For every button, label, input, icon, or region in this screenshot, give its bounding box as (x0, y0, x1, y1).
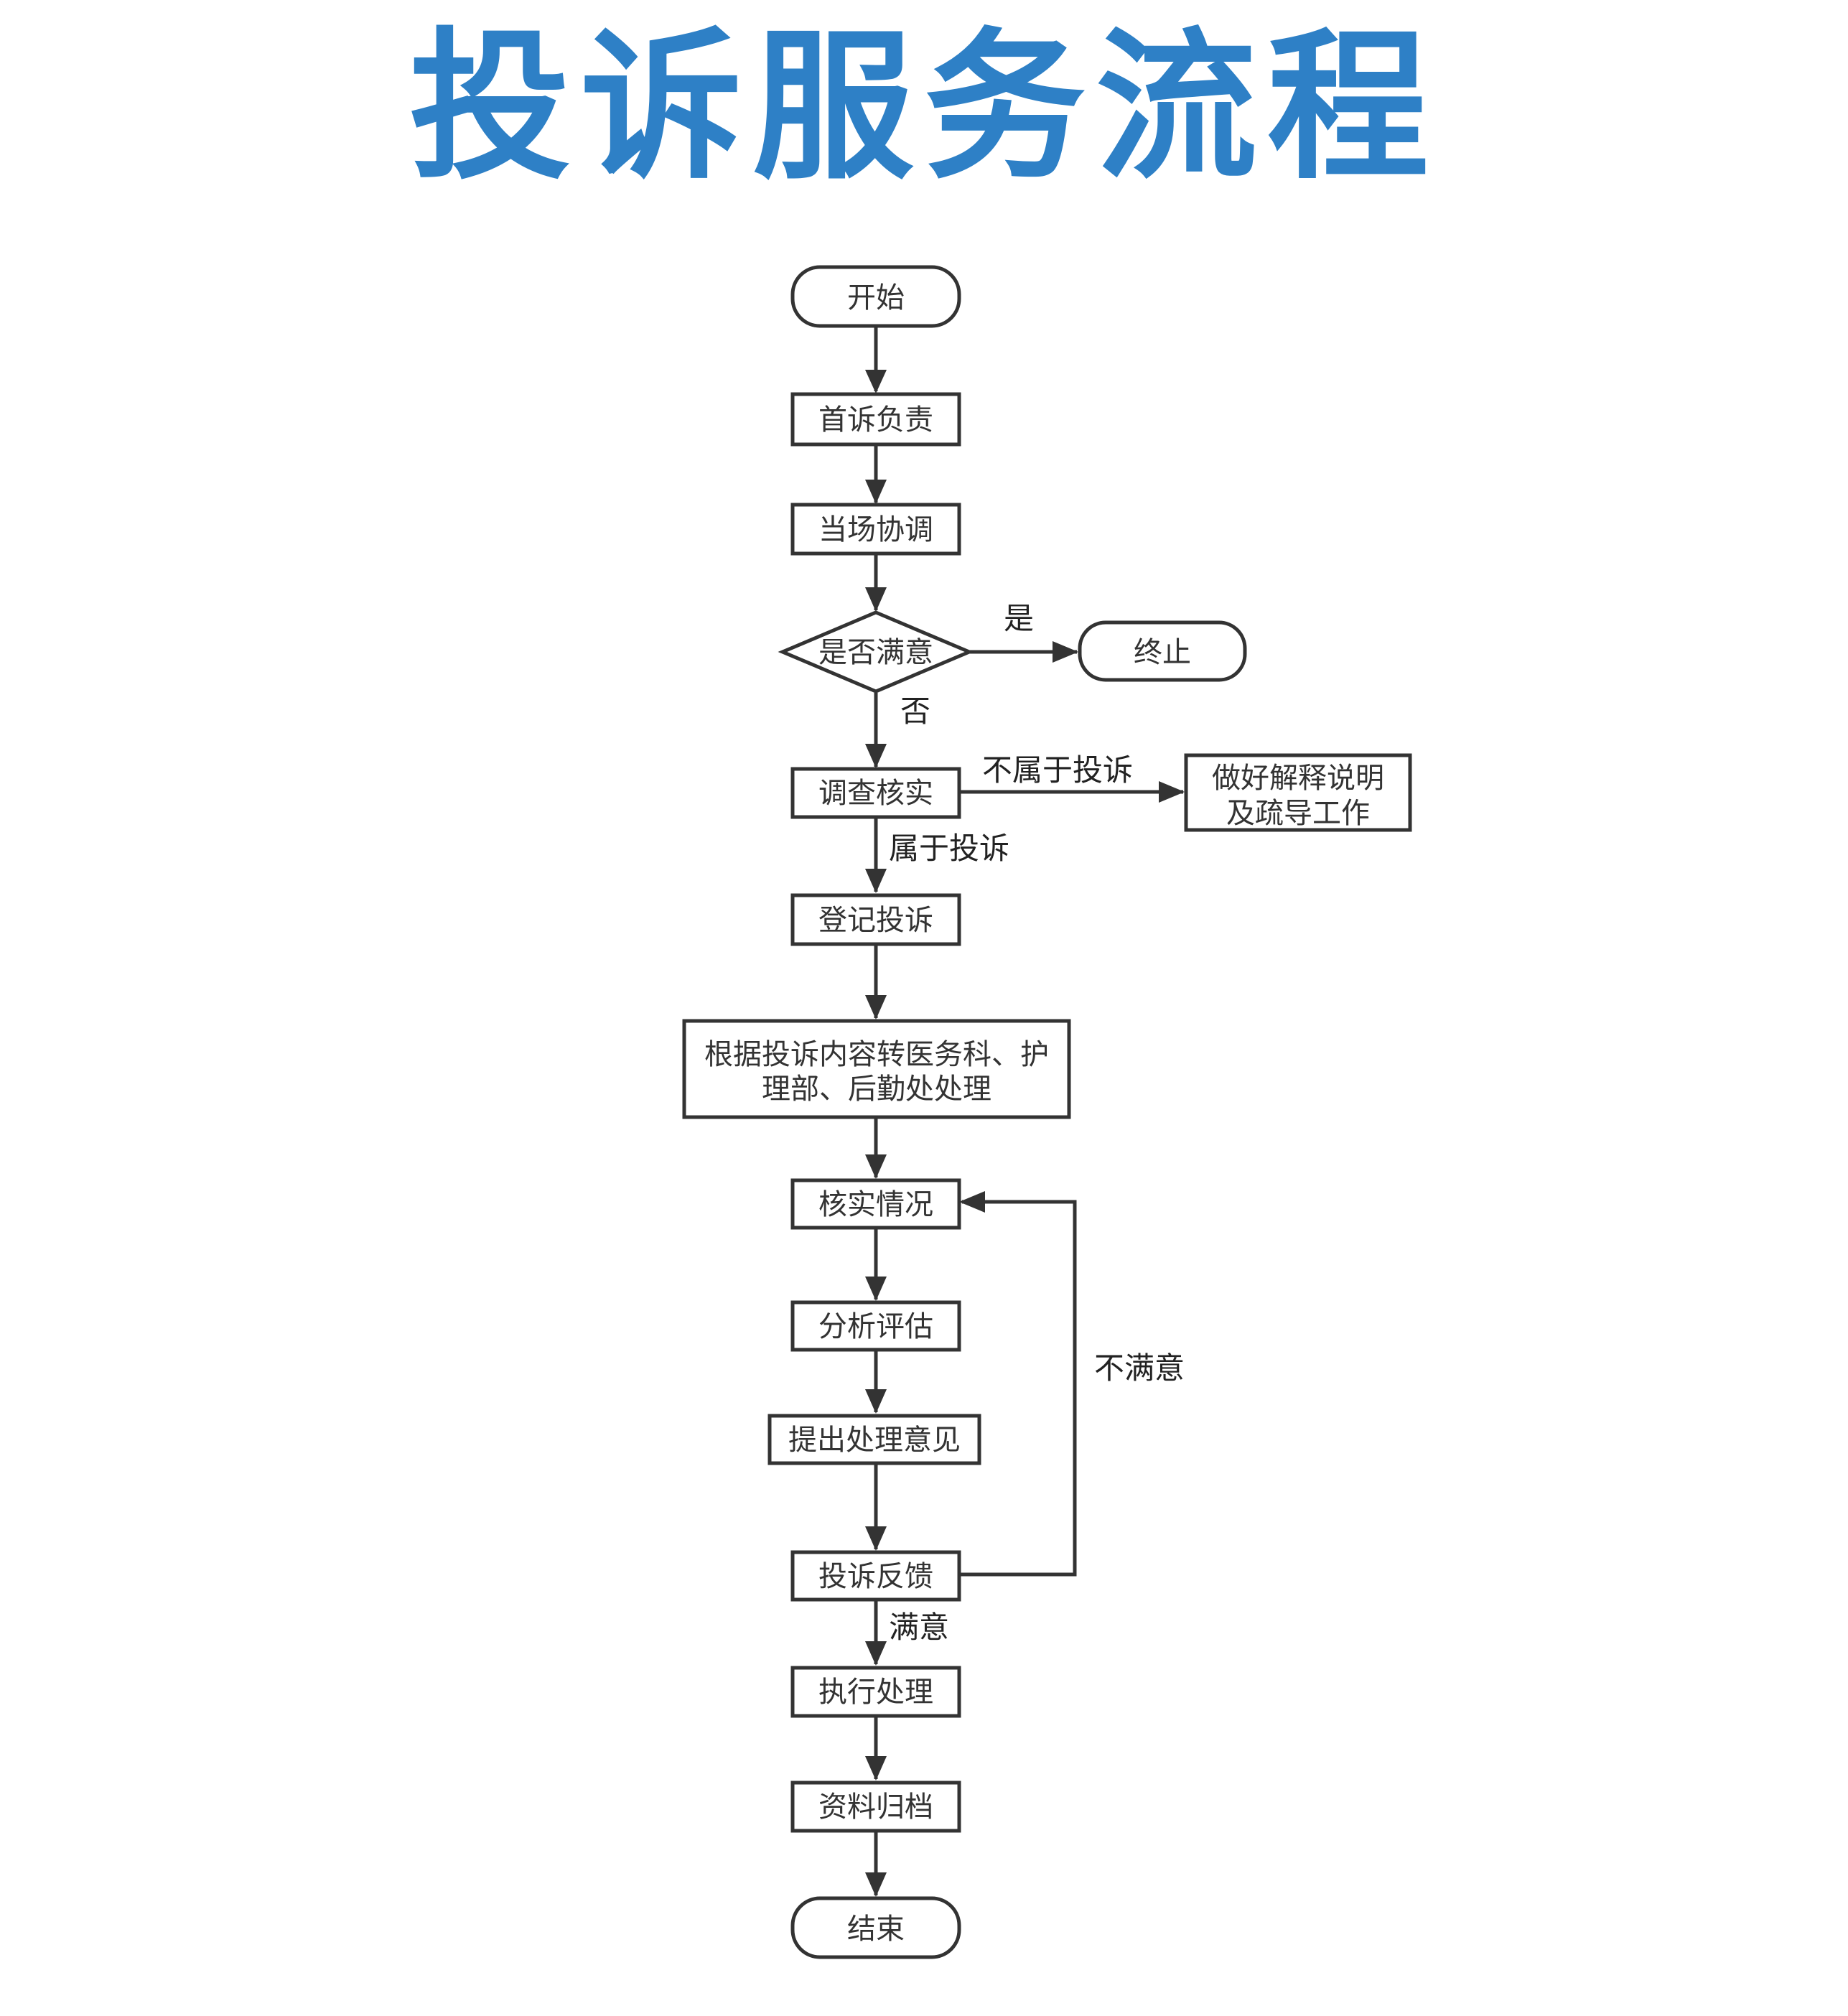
end-terminal (790, 1896, 961, 1959)
execute-box (790, 1666, 961, 1718)
forward-label-line2: 理部、后勤处处理 (762, 1073, 991, 1106)
feedback-label: 投诉反馈 (818, 1560, 933, 1593)
satisfied-decision-label: 是否满意 (818, 636, 933, 669)
connectors (865, 327, 1185, 1897)
verify-label: 核实情况 (818, 1188, 933, 1221)
explain-box (1184, 753, 1412, 832)
analyze-label: 分析评估 (818, 1310, 933, 1343)
arrowhead (865, 869, 887, 893)
investigate-label: 调查核实 (818, 777, 933, 810)
arrowhead (865, 1756, 887, 1781)
terminate-label: 终止 (1134, 636, 1191, 669)
page-title: 投诉服务流程 (409, 14, 1439, 202)
forward-label-line1: 根据投诉内容转医务科、护 (704, 1038, 1049, 1071)
edge-label-is-complaint: 属于投诉 (889, 831, 1009, 866)
arrowhead (865, 1526, 887, 1551)
start-label: 开始 (847, 281, 905, 314)
propose-label: 提出处理意见 (788, 1424, 961, 1457)
arrowhead (865, 1277, 887, 1301)
verify-box (790, 1178, 961, 1230)
arrowhead (959, 1191, 985, 1213)
arrowhead (865, 995, 887, 1019)
first-responsible-box (790, 392, 961, 447)
end-label: 结束 (847, 1913, 905, 1946)
arrowhead (865, 480, 887, 504)
arrowhead (865, 1641, 887, 1666)
archive-box (790, 1781, 961, 1833)
arrowhead (865, 1872, 887, 1897)
arrowhead (865, 1389, 887, 1414)
analyze-box (790, 1300, 961, 1352)
edge-label-satisfied: 满意 (889, 1610, 949, 1645)
edge-label-yes: 是 (1004, 601, 1034, 636)
execute-label: 执行处理 (818, 1676, 933, 1709)
edge-feedback-loop-to-verify (958, 1200, 1077, 1577)
nodes: 开始 首诉负责 当场协调 是否满意 终止 调查核实 做好解释说明 及疏导工作 登… (682, 265, 1412, 1959)
investigate-box (790, 767, 961, 819)
register-box (790, 893, 961, 946)
terminate-terminal (1078, 620, 1247, 682)
first-responsible-label: 首诉负责 (818, 403, 933, 437)
onsite-mediation-label: 当场协调 (818, 513, 933, 546)
satisfied-decision-diamond (778, 610, 974, 694)
forward-box (682, 1019, 1071, 1119)
arrowhead (865, 744, 887, 768)
arrowhead (1159, 781, 1185, 803)
explain-label-line2: 及疏导工作 (1226, 797, 1370, 830)
arrowhead (865, 587, 887, 612)
explain-label-line1: 做好解释说明 (1212, 762, 1384, 795)
edge-label-not-complaint: 不属于投诉 (982, 752, 1133, 788)
propose-box (767, 1414, 981, 1465)
edge-label-dissatisfied: 不满意 (1094, 1350, 1185, 1386)
edge-labels: 是 否 不属于投诉 属于投诉 不满意 满意 (889, 601, 1185, 1645)
edge-label-no: 否 (900, 694, 930, 729)
arrowhead (865, 1154, 887, 1179)
feedback-box (790, 1550, 961, 1602)
arrowhead (865, 370, 887, 393)
onsite-mediation-box (790, 503, 961, 556)
register-label: 登记投诉 (818, 904, 933, 937)
archive-label: 资料归档 (818, 1791, 933, 1824)
start-terminal (790, 265, 961, 328)
arrowhead (1053, 641, 1078, 663)
